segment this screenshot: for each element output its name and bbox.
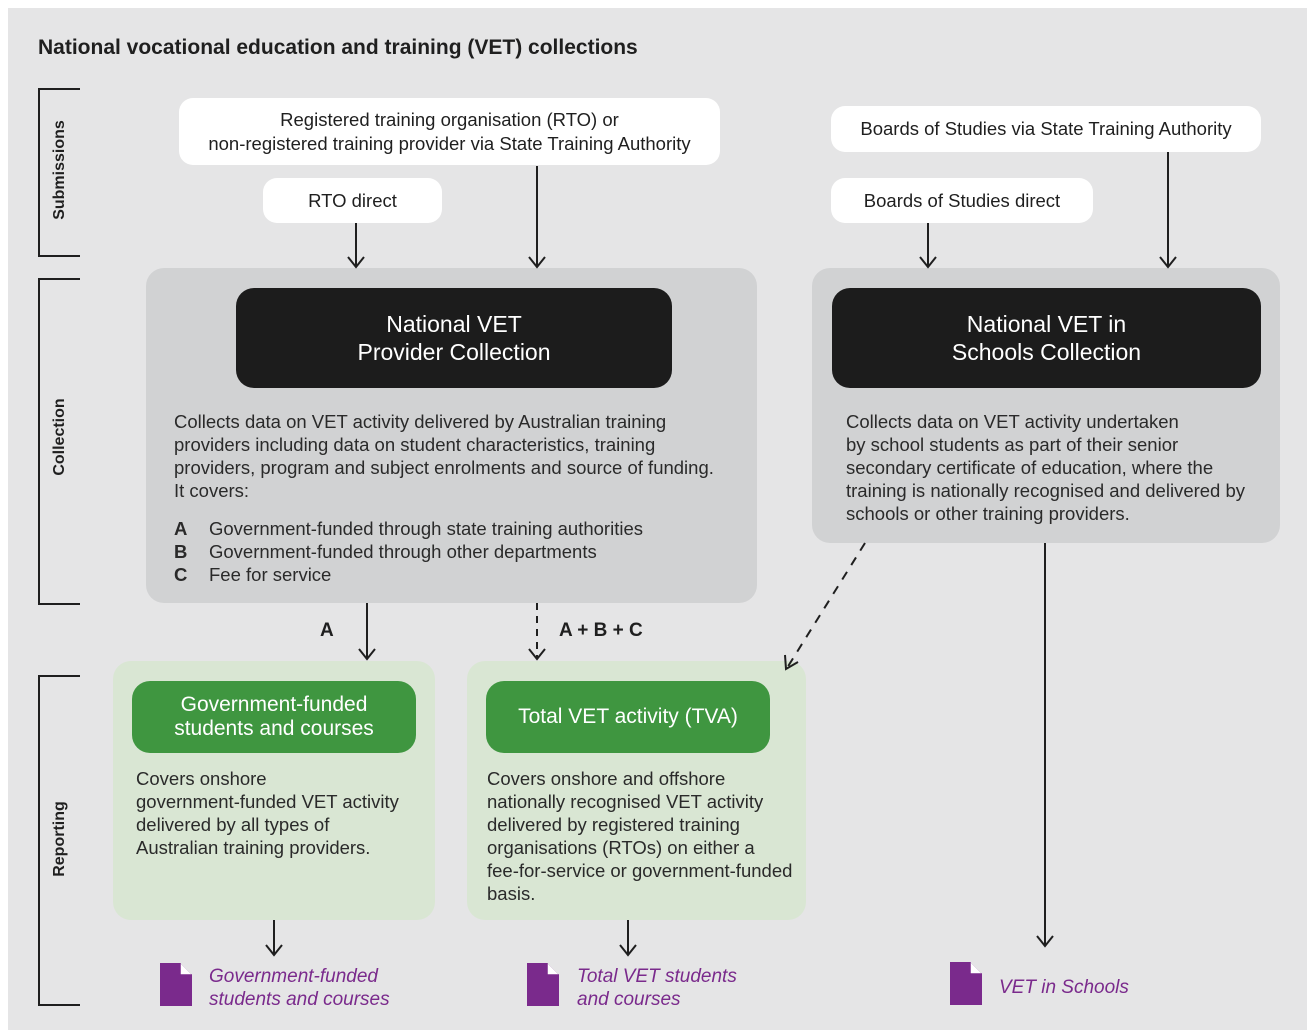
provider-collection-description: Collects data on VET activity delivered … <box>174 411 714 501</box>
list-item: B Government-funded through other departm… <box>174 540 643 563</box>
document-icon <box>160 963 192 1006</box>
arrowhead <box>347 256 365 269</box>
document-icon <box>527 963 559 1006</box>
list-item-label: Government-funded through state training… <box>209 518 643 539</box>
flow-label-a: A <box>320 620 334 641</box>
list-item-key: A <box>174 518 188 539</box>
flow-label-abc: A + B + C <box>559 620 643 641</box>
tva-description: Covers onshore and offshore nationally r… <box>487 768 793 904</box>
arrowhead <box>528 648 546 661</box>
publication-gov-funded[interactable]: Government-funded students and courses <box>209 966 390 1010</box>
publication-total-vet[interactable]: Total VET students and courses <box>577 966 737 1010</box>
arrowhead <box>619 944 637 957</box>
rto-direct-submission: RTO direct <box>263 178 442 223</box>
schools-collection-title: National VET in Schools Collection <box>832 288 1261 388</box>
schools-collection-description: Collects data on VET activity undertaken… <box>846 411 1246 524</box>
arrowhead <box>919 256 937 269</box>
diagram-title: National vocational education and traini… <box>38 36 638 59</box>
list-item-label: Government-funded through other departme… <box>209 541 597 562</box>
gov-funded-title: Government-funded students and courses <box>132 681 416 753</box>
provider-collection-title: National VET Provider Collection <box>236 288 672 388</box>
arrowhead <box>784 654 799 671</box>
submissions-bracket <box>38 88 80 257</box>
list-item-label: Fee for service <box>209 564 332 585</box>
document-icon <box>950 962 982 1005</box>
arrow-schools-to-tva <box>786 542 866 669</box>
boards-direct-submission: Boards of Studies direct <box>831 178 1093 223</box>
collection-bracket <box>38 278 80 605</box>
list-item-key: C <box>174 564 188 585</box>
arrowhead <box>1036 935 1054 948</box>
arrowhead <box>528 256 546 269</box>
arrowhead <box>265 944 283 957</box>
gov-funded-description: Covers onshore government-funded VET act… <box>136 768 399 858</box>
rto-state-submission: Registered training organisation (RTO) o… <box>179 98 720 165</box>
provider-collection-list: A Government-funded through state trainin… <box>174 517 643 586</box>
tva-title: Total VET activity (TVA) <box>486 681 770 753</box>
arrowhead <box>1159 256 1177 269</box>
list-item: C Fee for service <box>174 563 643 586</box>
arrowhead <box>358 648 376 661</box>
reporting-bracket <box>38 675 80 1006</box>
list-item: A Government-funded through state trainin… <box>174 517 643 540</box>
publication-vet-in-schools[interactable]: VET in Schools <box>999 977 1129 998</box>
list-item-key: B <box>174 541 188 562</box>
boards-state-submission: Boards of Studies via State Training Aut… <box>831 106 1261 152</box>
